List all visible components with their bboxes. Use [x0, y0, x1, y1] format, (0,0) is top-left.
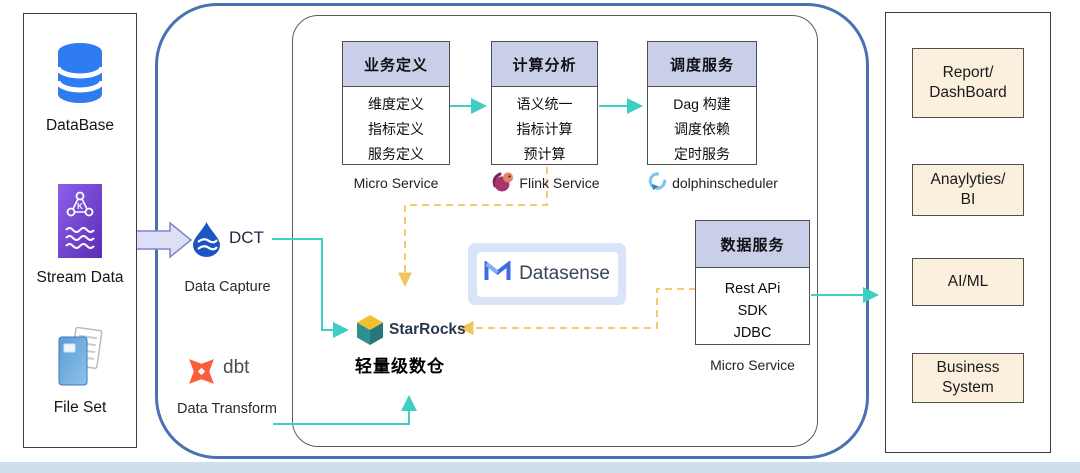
- kafka-stream-icon: K: [24, 184, 136, 258]
- datasense-label: Datasense: [519, 263, 610, 284]
- consumers-panel: Report/ DashBoard Anaylyties/ BI AI/ML B…: [885, 12, 1051, 453]
- svc-row: 调度依赖: [674, 121, 730, 137]
- data-service-box: 数据服务 Rest APi SDK JDBC: [695, 220, 810, 345]
- source-label-stream: Stream Data: [36, 269, 124, 286]
- svc-row: 定时服务: [674, 146, 730, 162]
- database-icon: [24, 42, 136, 106]
- starrocks-icon: [355, 314, 385, 351]
- consumer-business-system: Business System: [912, 353, 1024, 403]
- dbt-caption: Data Transform: [177, 401, 277, 417]
- source-label-database: DataBase: [45, 117, 115, 134]
- svc-row: 指标计算: [516, 121, 573, 137]
- datasense-logo-icon: [484, 259, 511, 287]
- data-service-header: 数据服务: [696, 221, 809, 268]
- svc-row: JDBC: [733, 325, 772, 341]
- flink-icon: [492, 171, 514, 195]
- svc-row: Dag 构建: [673, 96, 731, 112]
- dolphinscheduler-caption: dolphinscheduler: [672, 174, 778, 191]
- datasense-boundary: [292, 15, 818, 447]
- svc-row: 预计算: [523, 146, 566, 162]
- datasense-inner: Datasense: [476, 251, 618, 297]
- business-definition-box: 业务定义 维度定义 指标定义 服务定义: [342, 41, 450, 165]
- file-set-icon: [24, 327, 136, 391]
- bottom-accent-bar: [0, 462, 1080, 473]
- svc-row: Rest APi: [724, 281, 781, 297]
- starrocks-label: StarRocks: [389, 321, 466, 338]
- compute-analysis-header: 计算分析: [492, 42, 597, 87]
- data-service-caption: Micro Service: [710, 357, 795, 373]
- dolphinscheduler-caption-group: dolphinscheduler: [638, 171, 786, 194]
- flink-service-caption-group: Flink Service: [488, 171, 604, 195]
- compute-analysis-box: 计算分析 语义统一 指标计算 预计算: [491, 41, 598, 165]
- business-definition-caption: Micro Service: [353, 175, 439, 191]
- svc-row: 维度定义: [368, 96, 424, 112]
- svg-text:K: K: [77, 202, 83, 211]
- flink-service-caption: Flink Service: [519, 175, 600, 191]
- dolphinscheduler-icon: [646, 171, 667, 194]
- dct-caption: Data Capture: [184, 279, 271, 295]
- svc-row: 指标定义: [368, 121, 424, 137]
- consumer-report-dashboard: Report/ DashBoard: [912, 48, 1024, 118]
- consumer-analytics-bi: Anaylyties/ BI: [912, 164, 1024, 216]
- dbt-icon: [186, 356, 217, 392]
- scheduler-box: 调度服务 Dag 构建 调度依赖 定时服务: [647, 41, 757, 165]
- source-label-fileset: File Set: [53, 399, 107, 416]
- dct-label: DCT: [229, 228, 264, 247]
- scheduler-header: 调度服务: [648, 42, 756, 87]
- svc-row: SDK: [737, 303, 768, 319]
- dbt-label: dbt: [223, 357, 250, 378]
- svc-row: 服务定义: [368, 146, 424, 162]
- consumer-ai-ml: AI/ML: [912, 258, 1024, 306]
- warehouse-caption: 轻量级数仓: [355, 357, 445, 376]
- datasense-badge: Datasense: [468, 243, 626, 305]
- sources-panel: DataBase K Stream Data: [23, 13, 137, 448]
- dct-icon: [193, 221, 220, 263]
- svc-row: 语义统一: [516, 96, 573, 112]
- business-definition-header: 业务定义: [343, 42, 449, 87]
